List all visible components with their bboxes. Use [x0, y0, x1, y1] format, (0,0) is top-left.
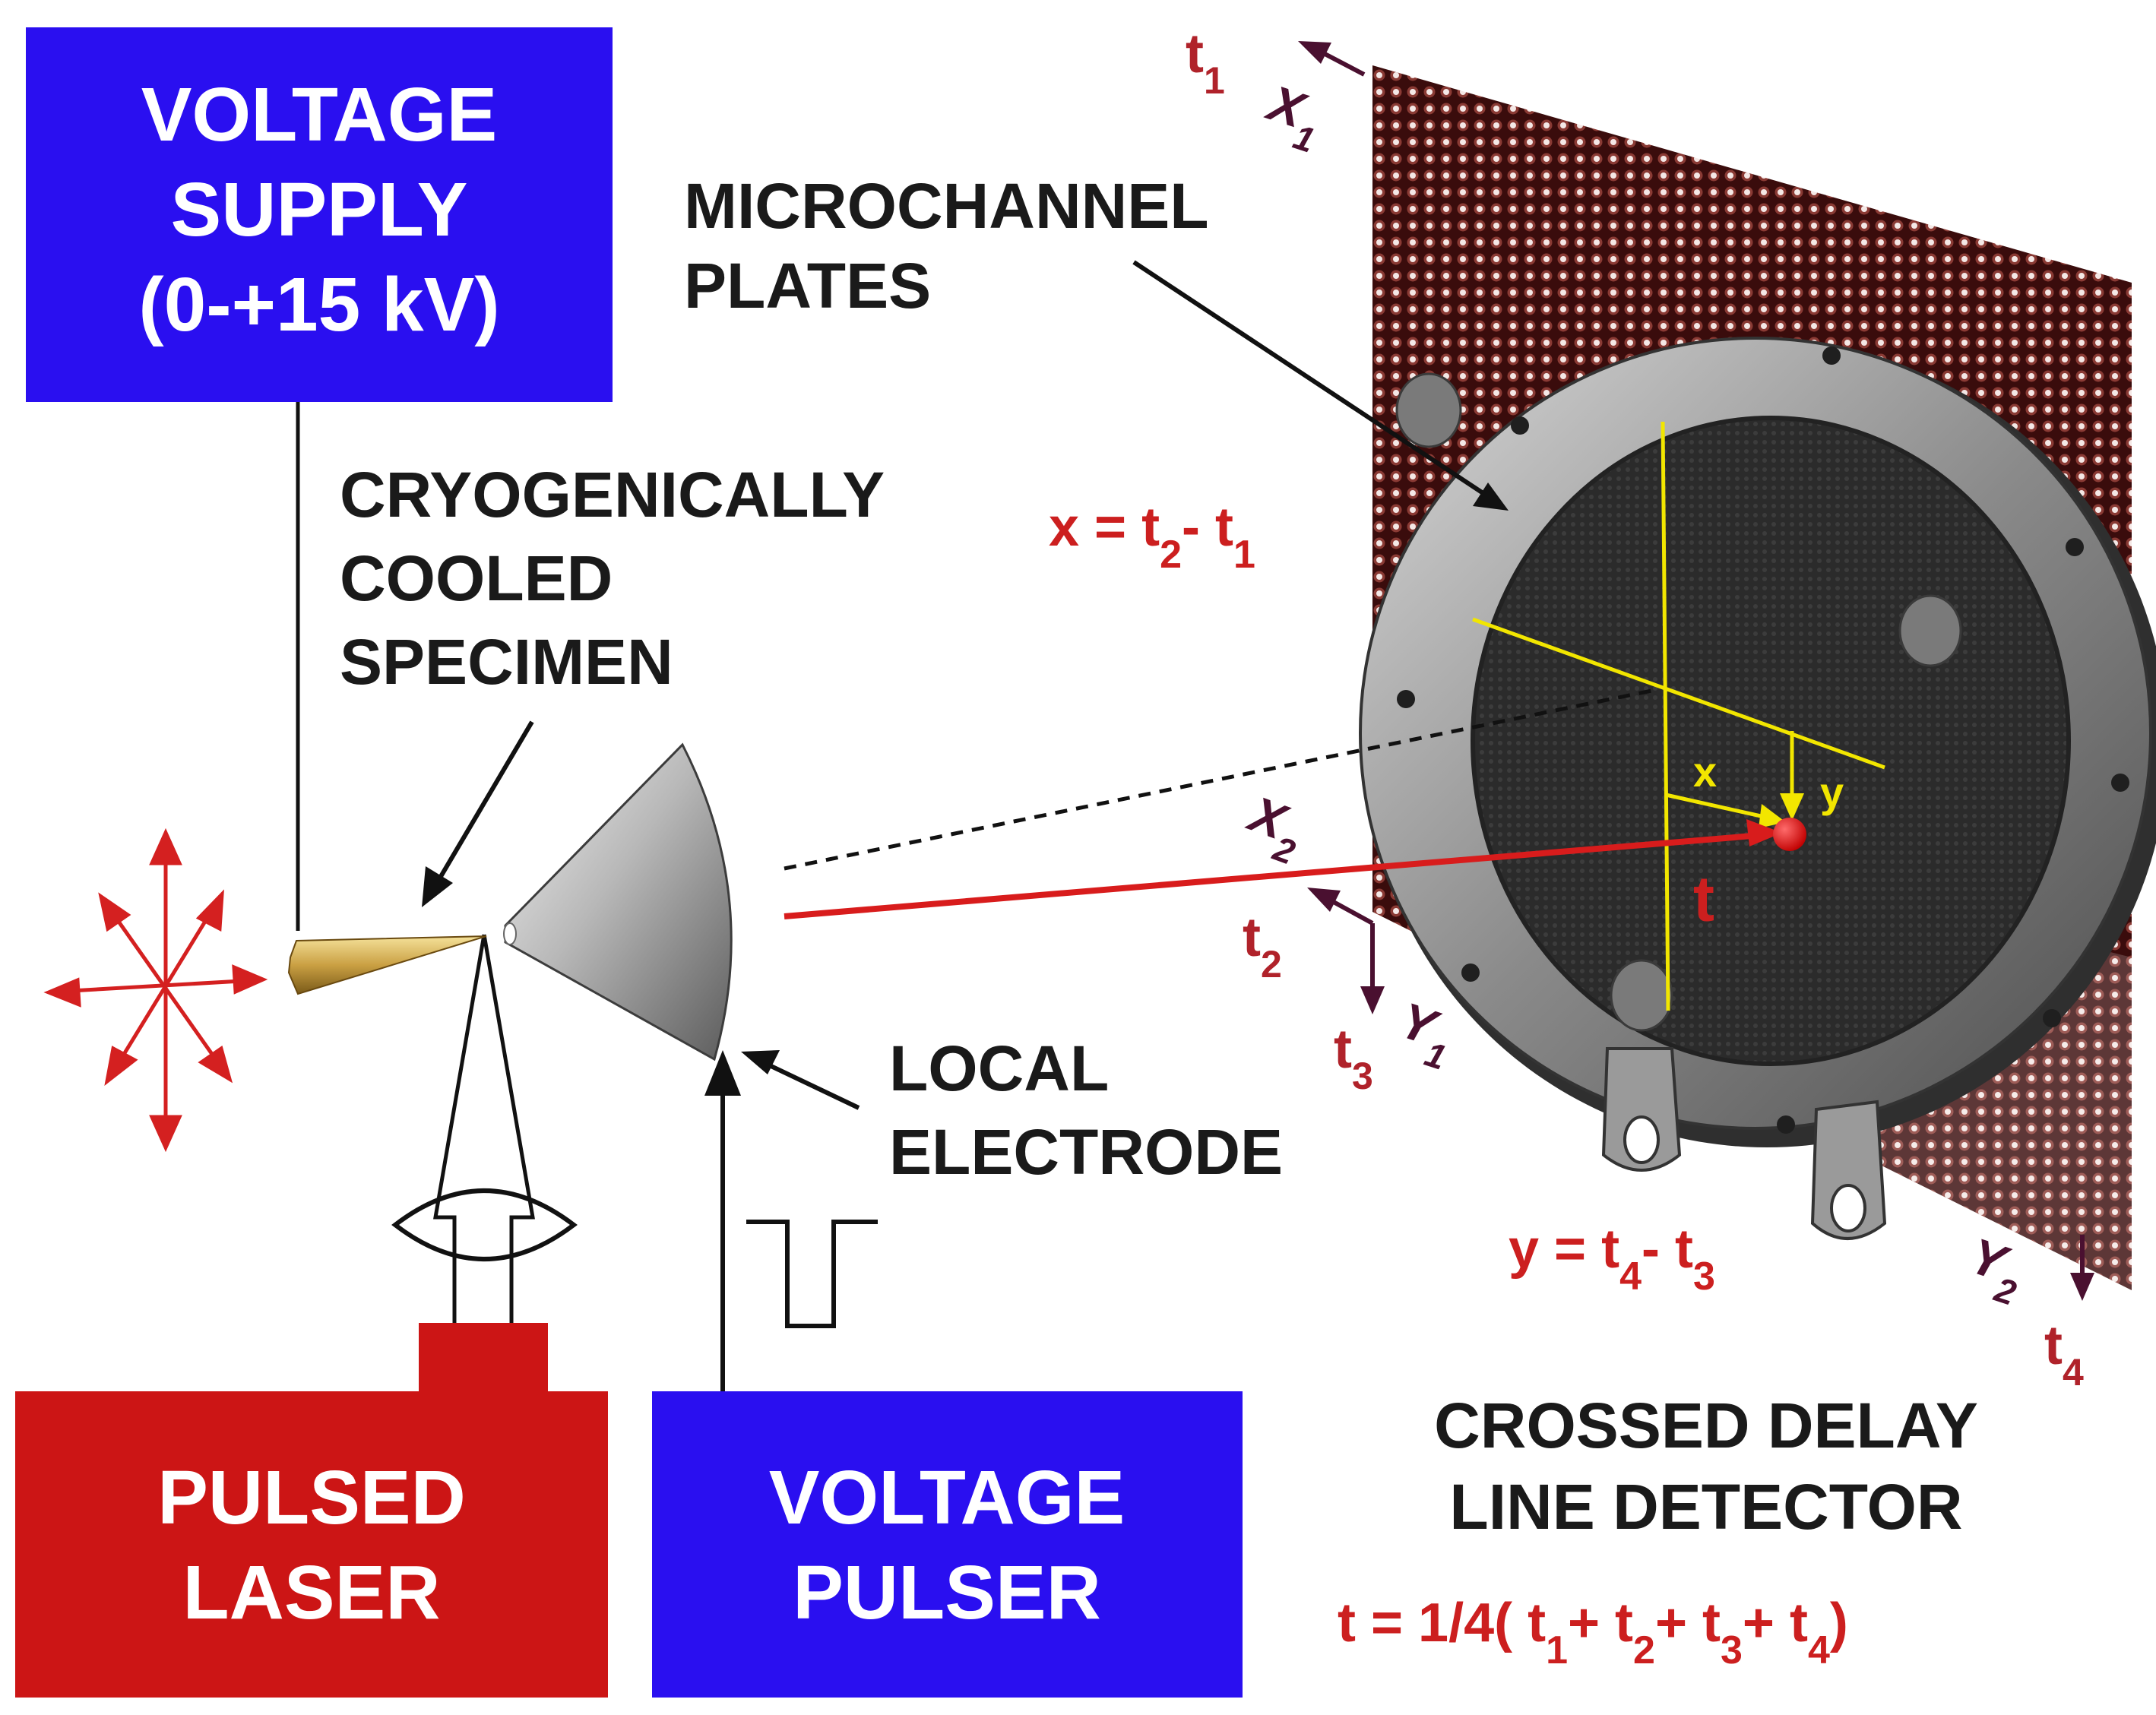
y-offset-arrowhead	[1780, 793, 1804, 821]
detector-ring	[1359, 337, 2156, 1147]
ion-path	[784, 831, 1771, 919]
ion-arrowhead	[1746, 819, 1782, 846]
delay-line-detector: x y	[1359, 65, 2156, 1290]
electrode-leader	[741, 1050, 860, 1110]
local-electrode-line-2: ELECTRODE	[889, 1116, 1283, 1188]
impact-time-label: t	[1693, 863, 1714, 935]
axis-x1-name: X1	[1254, 74, 1330, 160]
x-offset-label: x	[1693, 748, 1717, 796]
axis-x2-time: t2	[1243, 907, 1282, 986]
laser-body	[15, 1391, 608, 1698]
voltage-supply-box: VOLTAGE SUPPLY (0-+15 kV)	[26, 27, 613, 402]
voltage-pulser-line-2: PULSER	[793, 1550, 1101, 1635]
mounting-studs	[1395, 372, 1962, 1032]
x-formula: x = t2- t1	[1049, 497, 1255, 577]
axis-y1-name: Y1	[1388, 992, 1461, 1077]
voltage-pulser-rect	[652, 1391, 1243, 1698]
specimen-label: CRYOGENICALLY COOLED SPECIMEN	[340, 459, 885, 698]
specimen-leader	[422, 720, 534, 907]
microchannel-label-line-1: MICROCHANNEL	[684, 170, 1209, 242]
y-offset-label: y	[1820, 768, 1844, 816]
detector-label-line-2: LINE DETECTOR	[1449, 1471, 1962, 1543]
specimen-label-line-2: COOLED	[340, 543, 613, 614]
laser-beam	[433, 934, 535, 1323]
microchannel-label-line-2: PLATES	[684, 250, 931, 321]
specimen-label-line-1: CRYOGENICALLY	[340, 459, 885, 530]
detector-label: CROSSED DELAY LINE DETECTOR	[1434, 1390, 1978, 1543]
specimen-tip	[287, 935, 487, 995]
positioning-arrows-icon	[43, 827, 268, 1153]
detector-label-line-1: CROSSED DELAY	[1434, 1390, 1978, 1461]
microchannel-label: MICROCHANNEL PLATES	[684, 170, 1209, 321]
axis-x2: X2 t2	[1234, 784, 1374, 986]
specimen-label-line-3: SPECIMEN	[340, 626, 673, 698]
mcp-leader	[1132, 260, 1509, 511]
focusing-lens	[391, 1188, 578, 1261]
local-electrode-line-1: LOCAL	[889, 1033, 1109, 1104]
pulsed-laser-box: PULSED LASER	[15, 1323, 608, 1698]
voltage-supply-rect	[26, 27, 613, 402]
axis-y2-name: Y2	[1958, 1227, 2031, 1313]
pulse-shape-icon	[746, 1220, 878, 1328]
axis-x1-time: t1	[1186, 24, 1225, 102]
impact-point	[1773, 818, 1806, 851]
yellow-reference-lines	[1472, 421, 1885, 1011]
pulser-wire	[704, 1050, 741, 1391]
axis-y1-time: t3	[1334, 1019, 1373, 1097]
mounting-tabs	[1601, 1047, 1887, 1240]
y-formula: y = t4- t3	[1509, 1219, 1715, 1299]
local-electrode-cone	[503, 742, 733, 1062]
voltage-supply-line-2: SUPPLY	[171, 167, 468, 252]
pulsed-laser-line-2: LASER	[183, 1550, 441, 1635]
voltage-pulser-box: VOLTAGE PULSER	[652, 1391, 1243, 1698]
voltage-supply-line-1: VOLTAGE	[141, 72, 498, 157]
pulsed-laser-line-1: PULSED	[157, 1455, 466, 1540]
axis-y2-time: t4	[2044, 1315, 2084, 1394]
voltage-supply-line-3: (0-+15 kV)	[138, 262, 499, 347]
axis-x1: t1 X1	[1186, 24, 1366, 160]
laser-head	[419, 1323, 548, 1399]
local-electrode-label: LOCAL ELECTRODE	[889, 1033, 1283, 1188]
axis-x2-name: X2	[1234, 784, 1312, 872]
t-formula: t = 1/4( t1+ t2+ t3+ t4)	[1338, 1593, 1848, 1672]
voltage-pulser-line-1: VOLTAGE	[769, 1455, 1125, 1540]
